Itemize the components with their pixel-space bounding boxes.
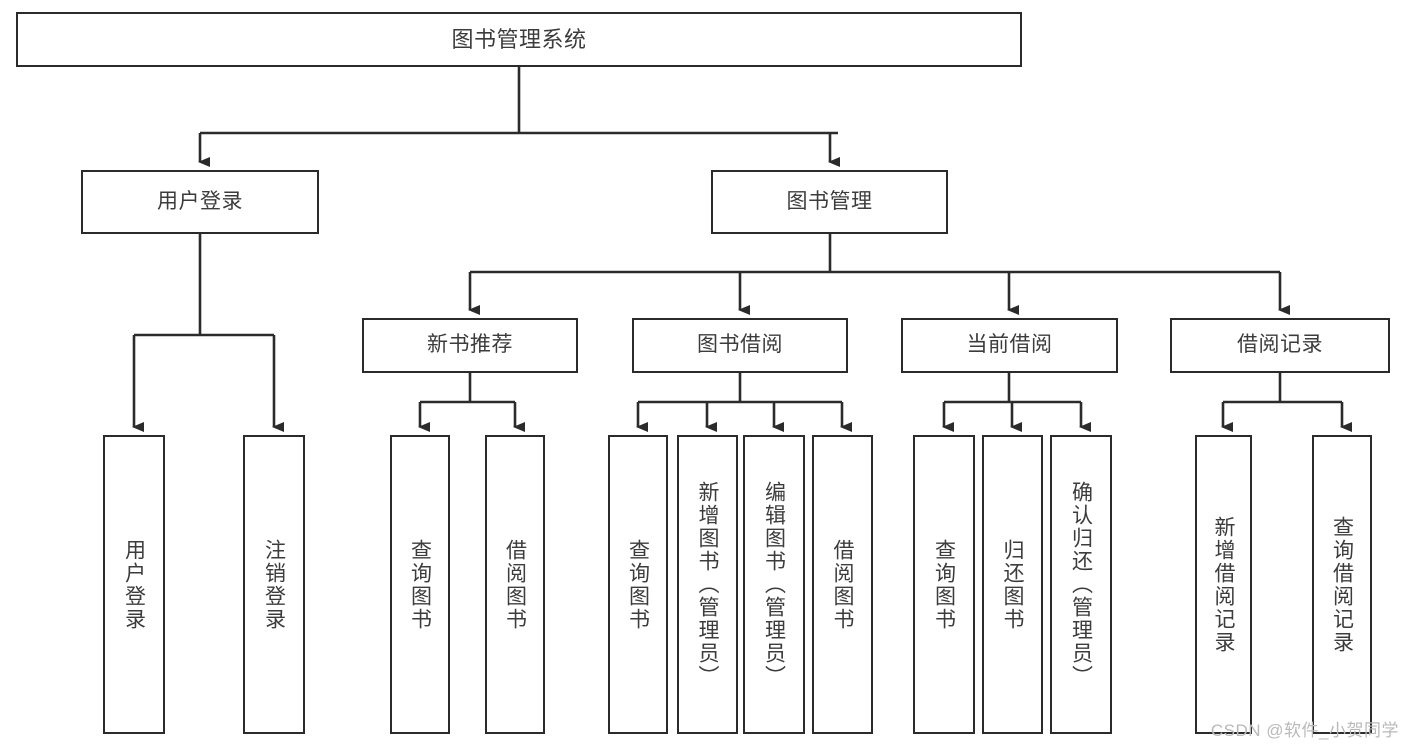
leaf-return-book[interactable]: 归还图书 [982,435,1043,734]
leaf-query-book-current[interactable]: 查询图书 [913,435,975,734]
leaf-query-book-newbook[interactable]: 查询图书 [390,435,450,734]
node-label: 借阅记录 [1237,333,1323,357]
leaf-borrow-book[interactable]: 借阅图书 [812,435,873,734]
node-label: 确认归还（管理员） [1069,481,1093,688]
leaf-confirm-return-admin[interactable]: 确认归还（管理员） [1050,435,1112,734]
node-current-borrow[interactable]: 当前借阅 [901,318,1118,373]
node-label: 查询图书 [626,538,650,631]
node-label: 归还图书 [1001,538,1024,631]
watermark: CSDN @软件_小贺同学 [1210,721,1399,740]
leaf-edit-book-admin[interactable]: 编辑图书（管理员） [743,435,805,734]
node-label: 查询借阅记录 [1330,515,1354,654]
leaf-query-book-borrow[interactable]: 查询图书 [608,435,668,734]
node-label: 当前借阅 [966,333,1053,357]
node-label: 用户登录 [157,189,243,213]
node-book-management[interactable]: 图书管理 [711,170,948,234]
node-label: 图书借阅 [697,333,783,357]
node-label: 借阅图书 [503,538,527,631]
node-label: 用户登录 [122,538,146,631]
node-label: 新增借阅记录 [1212,515,1235,654]
node-label: 图书管理 [786,189,873,213]
node-label: 查询图书 [408,538,432,631]
node-label: 新书推荐 [427,333,513,357]
node-book-borrow[interactable]: 图书借阅 [632,318,848,373]
node-label: 图书管理系统 [451,26,587,52]
node-root[interactable]: 图书管理系统 [16,12,1022,67]
leaf-user-login[interactable]: 用户登录 [103,435,165,734]
leaf-query-borrow-record[interactable]: 查询借阅记录 [1312,435,1372,734]
leaf-borrow-book-newbook[interactable]: 借阅图书 [485,435,545,734]
node-label: 编辑图书（管理员） [762,481,786,688]
node-user-login[interactable]: 用户登录 [81,170,319,234]
node-borrow-records[interactable]: 借阅记录 [1170,318,1390,373]
node-new-book-recommend[interactable]: 新书推荐 [362,318,578,373]
node-label: 注销登录 [262,538,286,631]
leaf-add-book-admin[interactable]: 新增图书（管理员） [677,435,738,734]
leaf-logout[interactable]: 注销登录 [243,435,305,734]
node-label: 借阅图书 [831,538,854,631]
node-label: 新增图书（管理员） [696,481,719,688]
leaf-add-borrow-record[interactable]: 新增借阅记录 [1195,435,1252,734]
node-label: 查询图书 [932,538,956,631]
